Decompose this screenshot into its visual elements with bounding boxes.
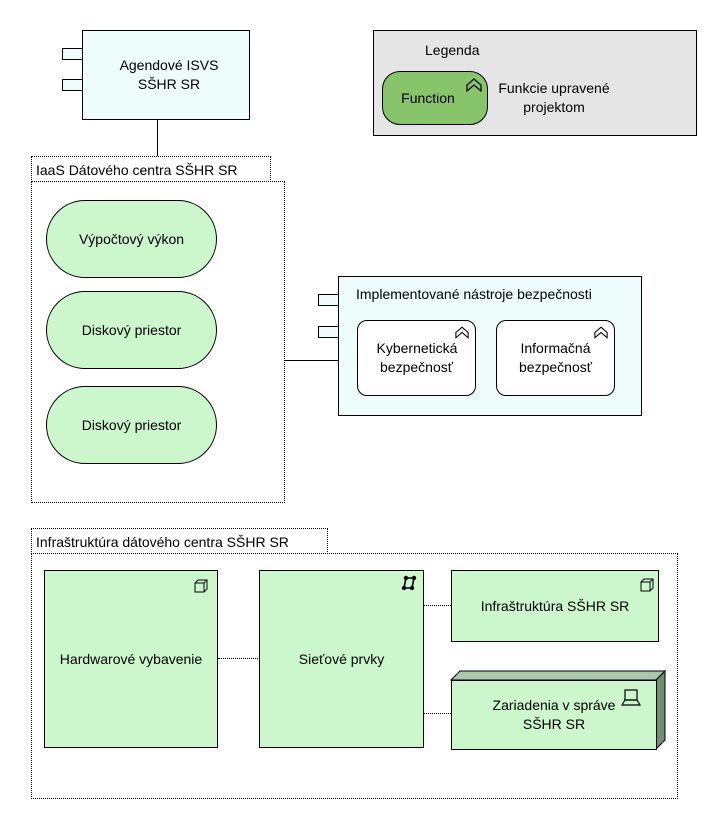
infra-label: Infraštruktúra SŠHR SR bbox=[480, 597, 630, 614]
iaas-group bbox=[31, 181, 285, 503]
function-chevron-icon bbox=[455, 326, 469, 339]
node-cube-icon bbox=[640, 578, 654, 592]
iaas-function-disk-2[interactable]: Diskový priestor bbox=[46, 386, 217, 464]
devices-label: Zariadenia v správe SŠHR SR bbox=[492, 697, 616, 732]
security-function-info[interactable]: Informačná bezpečnosť bbox=[496, 320, 615, 396]
node-cube-icon bbox=[194, 579, 208, 593]
security-label: Implementované nástroje bezpečnosti bbox=[356, 286, 592, 302]
function-chevron-icon bbox=[466, 78, 482, 93]
component-icon bbox=[318, 294, 339, 306]
iaas-group-label: IaaS Dátového centra SŠHR SR bbox=[31, 156, 271, 182]
connector-agendove-iaas bbox=[157, 120, 158, 157]
infra-group-label: Infraštruktúra dátového centra SŠHR SR bbox=[31, 528, 328, 554]
iaas-function-disk-1[interactable]: Diskový priestor bbox=[46, 291, 217, 369]
function-chevron-icon bbox=[594, 326, 608, 339]
infra-node[interactable]: Infraštruktúra SŠHR SR bbox=[451, 570, 659, 642]
connector-iaas-security bbox=[285, 360, 339, 361]
devices-node[interactable]: Zariadenia v správe SŠHR SR bbox=[451, 680, 657, 750]
legend-function-sample: Function bbox=[382, 71, 488, 125]
network-node[interactable]: Sieťové prvky bbox=[259, 570, 424, 748]
hardware-node[interactable]: Hardwarové vybavenie bbox=[44, 570, 218, 748]
network-label: Sieťové prvky bbox=[298, 650, 385, 667]
connector-network-infra bbox=[424, 605, 451, 606]
iaas-function-label: Diskový priestor bbox=[81, 416, 182, 433]
network-icon bbox=[401, 575, 417, 591]
connector-hardware-network bbox=[218, 658, 260, 659]
infra-group bbox=[31, 553, 678, 799]
security-function-label: Kybernetická bezpečnosť bbox=[376, 340, 458, 375]
device-icon bbox=[620, 689, 642, 706]
legend-function-label: Function bbox=[401, 89, 455, 106]
hardware-label: Hardwarové vybavenie bbox=[59, 650, 203, 667]
agendove-isvs-label: Agendové ISVS SŠHR SR bbox=[119, 57, 219, 92]
iaas-function-compute[interactable]: Výpočtový výkon bbox=[46, 200, 217, 278]
component-icon bbox=[62, 48, 83, 60]
security-function-label: Informačná bezpečnosť bbox=[519, 340, 592, 375]
iaas-function-label: Výpočtový výkon bbox=[78, 230, 185, 247]
legend-title: Legenda bbox=[425, 42, 480, 58]
component-icon bbox=[62, 79, 83, 91]
component-icon bbox=[318, 326, 339, 338]
legend-description: Funkcie upravené projektom bbox=[498, 80, 610, 115]
connector-network-devices bbox=[424, 713, 451, 714]
agendove-isvs-component[interactable]: Agendové ISVS SŠHR SR bbox=[82, 30, 250, 120]
iaas-function-label: Diskový priestor bbox=[81, 321, 182, 338]
